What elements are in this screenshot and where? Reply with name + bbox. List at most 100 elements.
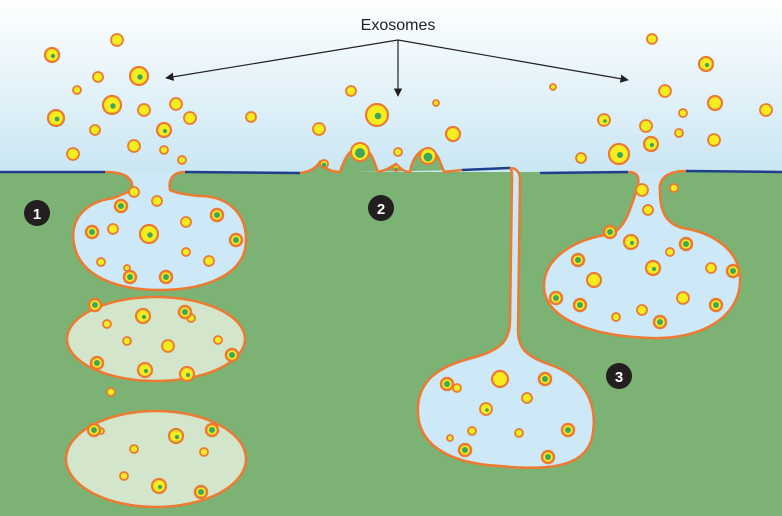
exosome-icon [678,108,688,118]
exosome-icon [364,102,390,128]
exosome-icon [110,33,124,47]
budding-vesicle-icon [537,371,553,387]
budding-vesicle-icon [87,297,103,313]
budding-vesicle-icon [193,484,209,500]
exosome-icon [639,119,653,133]
exosome-icon [446,434,454,442]
marker-2: 2 [368,195,394,221]
exosome-icon [106,387,116,397]
exosome-icon [393,147,403,157]
budding-vesicle-icon [678,236,694,252]
exosome-icon [665,247,675,257]
plasma-membrane [0,166,782,175]
exosome-icon [646,33,658,45]
exosome-icon [597,113,611,127]
exosome-icon [514,428,524,438]
exosome-icon [467,426,477,436]
marker-2-label: 2 [377,201,385,218]
exosome-icon [155,121,173,139]
exosome-icon [585,271,603,289]
budding-vesicle-icon [652,314,668,330]
exosome-icon [177,155,187,165]
exosome-icon [611,312,621,322]
marker-3-label: 3 [615,369,623,386]
exosome-icon [705,262,717,274]
exosome-icon [636,304,648,316]
exosome-icon [444,125,462,143]
exosome-icon [159,145,169,155]
budding-vesicle-icon [708,297,724,313]
arrow-icon [165,39,399,81]
budding-vesicle-icon [419,147,437,165]
exosome-icon [199,447,209,457]
budding-vesicle-icon [228,232,244,248]
budding-vesicle-icon [457,442,473,458]
mvb-stalk-upper [542,169,742,340]
exosome-icon [72,85,82,95]
exosome-icon [129,444,139,454]
budding-vesicle-icon [86,422,102,438]
budding-vesicle-icon [158,269,174,285]
exosome-icon [635,183,649,197]
exosome-icon [101,94,123,116]
exosome-icon [122,336,132,346]
exosome-icon [183,111,197,125]
exosome-icon [96,257,106,267]
exosome-icon [102,319,112,329]
exosome-icon [150,477,168,495]
budding-vesicle-icon [439,376,455,392]
budding-vesicle-icon [560,422,576,438]
budding-vesicle-icon [570,252,586,268]
budding-vesicle-icon [572,297,588,313]
budding-vesicle-icon [204,422,220,438]
exosome-icon [128,186,140,198]
budding-vesicle-icon [725,263,741,279]
exosome-icon [167,427,185,445]
budding-vesicle-icon [540,449,556,465]
exosome-icon [245,111,257,123]
mvb-degrading-1 [65,295,247,383]
exosome-icon [137,103,151,117]
exosome-icon [622,233,640,251]
exosome-icon [213,335,223,345]
exosome-icon [66,147,80,161]
pathway-1 [64,170,248,509]
budding-vesicle-icon [89,355,105,371]
exosome-icon [674,128,684,138]
exosome-icon [151,195,163,207]
budding-vesicle-icon [177,304,193,320]
numbered-circle-icon [368,195,394,221]
mvb-stalk-lower [416,166,596,470]
exosome-icon [345,85,357,97]
budding-vesicle-icon [84,224,100,240]
budding-vesicle-icon [122,269,138,285]
exosome-icon [669,183,679,193]
exosome-group [43,33,773,500]
exosome-icon [658,84,672,98]
exosome-icon [706,94,724,112]
exosome-icon [136,361,154,379]
budding-vesicle-icon [548,290,564,306]
pathway-3 [416,166,742,470]
exosome-icon [89,124,101,136]
numbered-circle-icon [606,363,632,389]
exosome-icon [549,83,557,91]
exosome-icon [161,339,175,353]
exosome-icon [178,365,196,383]
exosome-icon [203,255,215,267]
exosome-icon [43,46,61,64]
exosome-icon [134,307,152,325]
exosome-icon [642,135,660,153]
marker-1: 1 [24,200,50,226]
exosome-icon [575,152,587,164]
exosome-icon [128,65,150,87]
exosome-arrows [165,39,629,97]
exosome-icon [479,402,493,416]
exosome-icon [119,471,129,481]
exosomes-label: Exosomes [361,17,436,34]
exosome-icon [138,223,160,245]
exosome-icon [46,108,66,128]
exosome-icon [642,204,654,216]
